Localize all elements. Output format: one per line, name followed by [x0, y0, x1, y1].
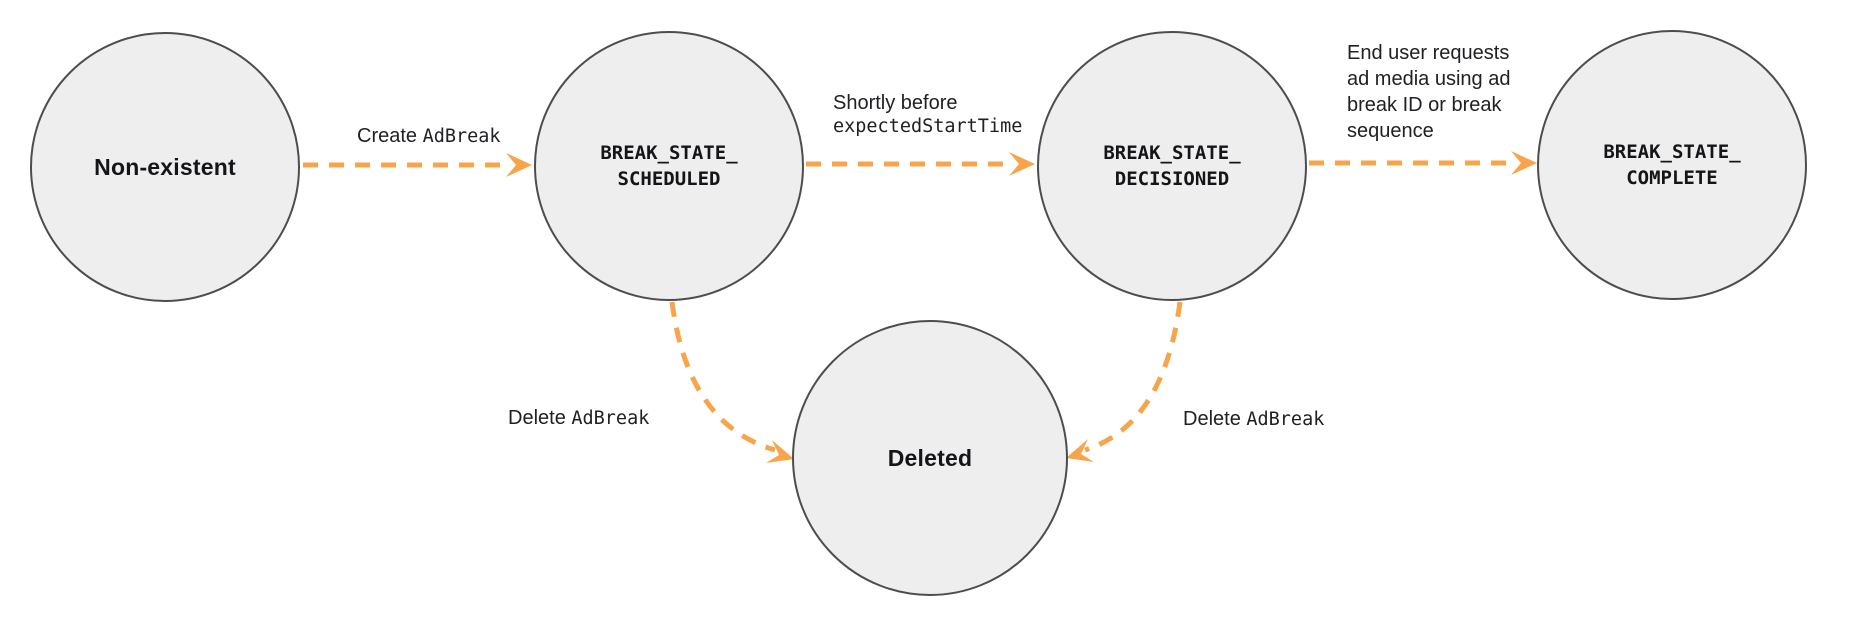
state-break-state-complete: BREAK_STATE_ COMPLETE [1537, 30, 1807, 300]
state-break-state-decisioned-label-line2: DECISIONED [1114, 168, 1230, 190]
transition-label-delete-adbreak-left-code: AdBreak [571, 408, 650, 429]
state-break-state-decisioned-label-line1: BREAK_STATE_ [1103, 142, 1241, 164]
transition-label-delete-adbreak-left: Delete AdBreak [508, 405, 649, 432]
state-break-state-scheduled-label-line1: BREAK_STATE_ [600, 142, 738, 164]
transition-label-shortly-before-plain: Shortly before [833, 92, 958, 114]
transition-label-delete-adbreak-right: Delete AdBreak [1183, 406, 1324, 433]
transition-label-shortly-before-code: expectedStartTime [833, 116, 1023, 137]
transition-label-create-adbreak: Create AdBreak [357, 123, 501, 150]
transition-label-create-adbreak-code: AdBreak [422, 126, 501, 147]
state-break-state-scheduled-label-line2: SCHEDULED [617, 168, 721, 190]
arrow-delete-adbreak-right [1084, 301, 1183, 453]
transition-label-delete-adbreak-right-plain: Delete [1183, 408, 1247, 430]
state-break-state-complete-label-line2: COMPLETE [1626, 167, 1718, 189]
arrowhead-end-user-request [1511, 151, 1537, 175]
arrowhead-create-adbreak [506, 153, 532, 177]
arrowhead-delete-adbreak-left [766, 440, 794, 463]
transition-label-end-user-request: End user requests ad media using ad brea… [1347, 42, 1511, 142]
transition-label-delete-adbreak-right-code: AdBreak [1246, 409, 1325, 430]
transition-label-shortly-before: Shortly before expectedStartTime [833, 92, 1022, 138]
state-deleted: Deleted [792, 320, 1068, 596]
arrowhead-shortly-before [1009, 152, 1035, 176]
arrowhead-delete-adbreak-right [1066, 439, 1094, 462]
transition-label-create-adbreak-plain: Create [357, 125, 423, 147]
arrow-delete-adbreak-left [669, 301, 776, 453]
state-break-state-scheduled: BREAK_STATE_ SCHEDULED [534, 31, 804, 301]
transition-label-delete-adbreak-left-plain: Delete [508, 407, 572, 429]
state-non-existent: Non-existent [30, 32, 300, 302]
state-break-state-complete-label-line1: BREAK_STATE_ [1603, 141, 1741, 163]
state-non-existent-label: Non-existent [94, 153, 236, 180]
state-deleted-label: Deleted [887, 444, 973, 471]
state-break-state-decisioned: BREAK_STATE_ DECISIONED [1037, 31, 1307, 301]
